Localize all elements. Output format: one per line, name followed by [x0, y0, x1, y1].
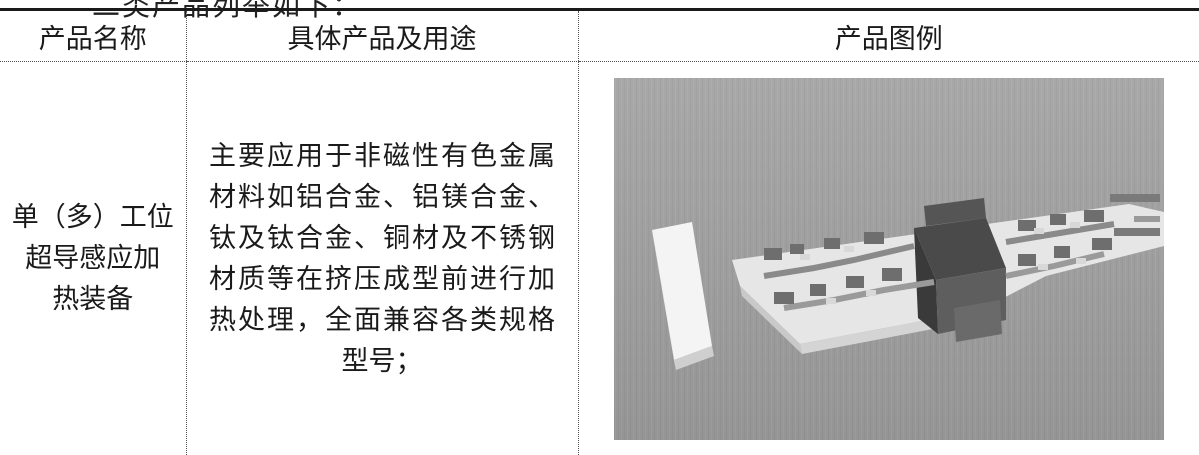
product-use-text: 主要应用于非磁性有色金属材料如铝合金、铝镁合金、钛及钛合金、铜材及不锈钢材质等在… — [209, 140, 555, 377]
header-product-name: 产品名称 — [0, 11, 186, 62]
product-name-line-1: 单（多）工位 — [11, 202, 174, 233]
product-name-line-2: 超导感应加 — [25, 243, 161, 274]
product-render-image — [613, 77, 1164, 440]
product-image-cell — [577, 61, 1199, 455]
product-name-line-3: 热装备 — [52, 284, 134, 315]
table-top-rule — [0, 8, 1199, 11]
product-name-cell: 单（多）工位 超导感应加 热装备 — [0, 62, 186, 455]
header-product-use: 具体产品及用途 — [185, 11, 578, 62]
table-row: 单（多）工位 超导感应加 热装备 主要应用于非磁性有色金属材料如铝合金、铝镁合金… — [0, 61, 1199, 455]
product-use-cell: 主要应用于非磁性有色金属材料如铝合金、铝镁合金、钛及钛合金、铜材及不锈钢材质等在… — [185, 61, 578, 455]
product-table: 产品名称 具体产品及用途 产品图例 单（多）工位 超导感应加 热装备 主要应用于… — [0, 11, 1199, 455]
table-header-row: 产品名称 具体产品及用途 产品图例 — [0, 11, 1199, 62]
header-product-image: 产品图例 — [577, 11, 1199, 62]
